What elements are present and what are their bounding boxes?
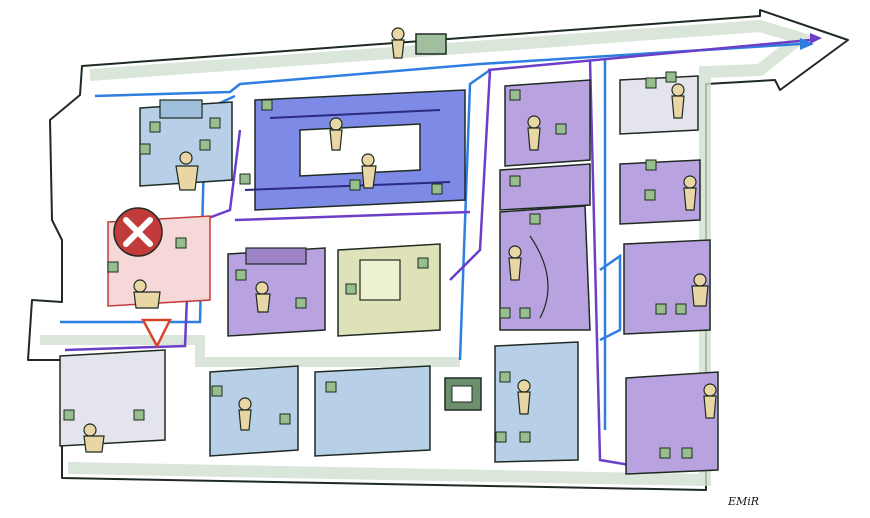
- warning-triangle-icon: [140, 318, 173, 349]
- box-icon: [417, 257, 429, 269]
- worker-icon: [671, 83, 685, 119]
- box-icon: [655, 303, 667, 315]
- box-icon: [239, 173, 251, 185]
- worker-icon: [361, 153, 377, 189]
- worker-icon: [83, 423, 105, 453]
- boxes: [63, 71, 693, 459]
- box-icon: [139, 143, 151, 155]
- box-icon: [345, 283, 357, 295]
- box-icon: [175, 237, 187, 249]
- box-icon: [63, 409, 75, 421]
- box-icon: [107, 261, 119, 273]
- worker-icon: [391, 27, 405, 59]
- worker-icon: [683, 175, 697, 211]
- building-grey-right: [619, 75, 699, 135]
- stop-x-icon: [113, 207, 163, 257]
- box-icon: [325, 381, 337, 393]
- box-icon: [675, 303, 687, 315]
- box-icon: [519, 307, 531, 319]
- box-icon: [645, 77, 657, 89]
- worker-icon: [527, 115, 541, 151]
- worker-icon: [517, 379, 531, 415]
- forklift-icon: [444, 377, 482, 411]
- box-icon: [645, 159, 657, 171]
- box-icon: [349, 179, 361, 191]
- box-icon: [644, 189, 656, 201]
- box-icon: [509, 89, 521, 101]
- worker-icon: [508, 245, 522, 281]
- building-purple-middle: [227, 247, 326, 337]
- cart-icon: [415, 33, 447, 55]
- workers: [83, 27, 717, 453]
- worker-icon: [329, 117, 343, 151]
- box-icon: [209, 117, 221, 129]
- box-icon: [211, 385, 223, 397]
- box-icon: [499, 371, 511, 383]
- building-lightblue-bottom: [209, 365, 431, 457]
- building-purple-right: [499, 79, 591, 331]
- box-icon: [431, 183, 443, 195]
- box-icon: [295, 297, 307, 309]
- box-icon: [681, 447, 693, 459]
- box-icon: [133, 409, 145, 421]
- box-icon: [279, 413, 291, 425]
- worker-icon: [255, 281, 271, 313]
- box-icon: [529, 213, 541, 225]
- box-icon: [509, 175, 521, 187]
- box-icon: [659, 447, 671, 459]
- building-cream: [337, 243, 441, 337]
- box-icon: [149, 121, 161, 133]
- box-icon: [519, 431, 531, 443]
- building-purple-far-right: [619, 159, 719, 475]
- worker-icon: [175, 151, 199, 191]
- building-grey-left: [59, 349, 166, 447]
- building-lightblue-left: [139, 99, 233, 187]
- box-icon: [199, 139, 211, 151]
- box-icon: [555, 123, 567, 135]
- worker-icon: [691, 273, 709, 307]
- box-icon: [499, 307, 511, 319]
- box-icon: [261, 99, 273, 111]
- signature: EMiR: [727, 495, 759, 508]
- box-icon: [665, 71, 677, 83]
- building-blue-top: [244, 89, 466, 211]
- worker-icon: [238, 397, 252, 431]
- flow-arrow-icon: [800, 33, 822, 50]
- worker-icon: [703, 383, 717, 419]
- box-icon: [235, 269, 247, 281]
- building-lightblue-right: [494, 341, 579, 463]
- worker-icon: [133, 279, 161, 309]
- building-red-blocked: [107, 207, 211, 307]
- box-icon: [495, 431, 507, 443]
